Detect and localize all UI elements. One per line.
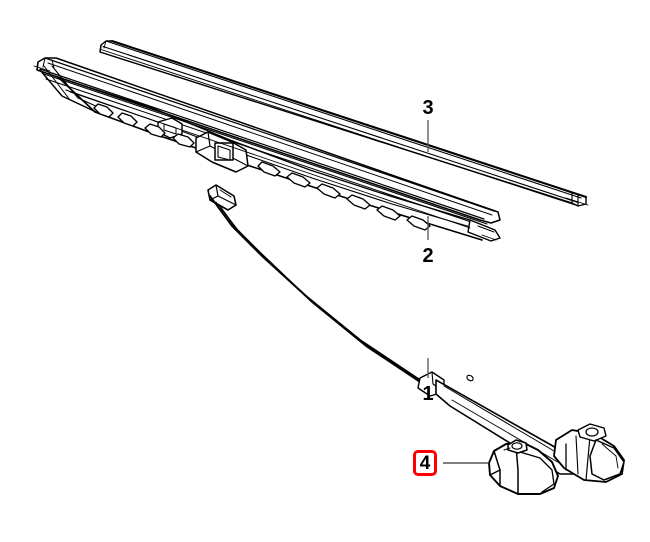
callout-label-2[interactable]: 2 bbox=[422, 245, 434, 267]
part-wiper-arm-cover-cap bbox=[488, 439, 559, 495]
part-wiper-blade bbox=[33, 57, 501, 242]
part-wiper-arm bbox=[207, 184, 625, 483]
callout-label-4-highlighted[interactable]: 4 bbox=[413, 450, 437, 476]
callout-leader-lines bbox=[427, 120, 489, 464]
part-wiper-rubber-refill-strip bbox=[99, 39, 589, 207]
callout-label-3[interactable]: 3 bbox=[422, 97, 434, 119]
callout-label-1[interactable]: 1 bbox=[422, 383, 434, 405]
